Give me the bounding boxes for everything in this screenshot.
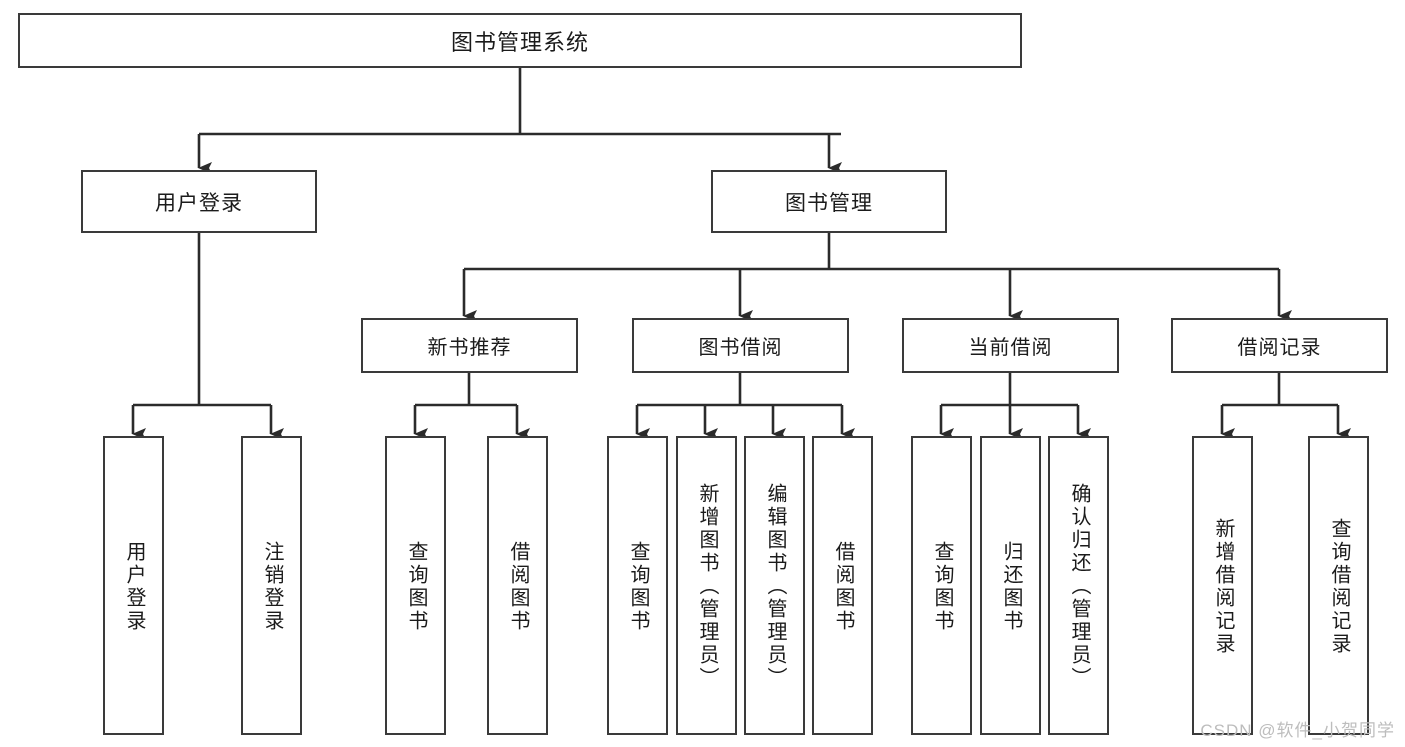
node-borrow-record[interactable]: 借阅记录: [1171, 318, 1388, 373]
leaf-return-book[interactable]: 归还图书: [980, 436, 1041, 735]
leaf-confirm-return-admin[interactable]: 确认归还（管理员）: [1048, 436, 1109, 735]
leaf-borrow-book-recommend[interactable]: 借阅图书: [487, 436, 548, 735]
leaf-borrow-book[interactable]: 借阅图书: [812, 436, 873, 735]
leaf-query-book-recommend[interactable]: 查询图书: [385, 436, 446, 735]
node-label: 图书借阅: [698, 337, 783, 359]
node-label: 借阅记录: [1237, 337, 1322, 359]
leaf-logout-login[interactable]: 注销登录: [241, 436, 302, 735]
node-user-login[interactable]: 用户登录: [81, 170, 317, 233]
node-label: 编辑图书（管理员）: [764, 483, 786, 690]
node-label: 当前借阅: [968, 337, 1053, 359]
node-label: 用户登录: [155, 191, 243, 215]
leaf-edit-book-admin[interactable]: 编辑图书（管理员）: [744, 436, 805, 735]
node-label: 归还图书: [1000, 540, 1022, 633]
node-root-system[interactable]: 图书管理系统: [18, 13, 1022, 68]
leaf-query-book[interactable]: 查询图书: [607, 436, 668, 735]
node-label: 确认归还（管理员）: [1068, 483, 1090, 690]
leaf-user-login[interactable]: 用户登录: [103, 436, 164, 735]
node-label: 图书管理系统: [450, 29, 589, 55]
node-book-management[interactable]: 图书管理: [711, 170, 947, 233]
node-label: 新增图书（管理员）: [696, 483, 718, 690]
node-label: 用户登录: [123, 540, 145, 633]
node-label: 查询借阅记录: [1328, 517, 1350, 656]
node-label: 新书推荐: [427, 337, 512, 359]
leaf-query-borrow-record[interactable]: 查询借阅记录: [1308, 436, 1369, 735]
node-label: 注销登录: [261, 540, 283, 633]
node-label: 查询图书: [931, 540, 953, 633]
node-label: 借阅图书: [832, 540, 854, 633]
node-book-borrow[interactable]: 图书借阅: [632, 318, 849, 373]
node-label: 借阅图书: [507, 540, 529, 633]
node-current-borrow[interactable]: 当前借阅: [902, 318, 1119, 373]
watermark: CSDN @软件_小贺同学: [1200, 721, 1395, 740]
node-new-book-recommend[interactable]: 新书推荐: [361, 318, 578, 373]
node-label: 查询图书: [405, 540, 427, 633]
node-label: 图书管理: [785, 191, 873, 215]
leaf-add-borrow-record[interactable]: 新增借阅记录: [1192, 436, 1253, 735]
node-label: 查询图书: [627, 540, 649, 633]
leaf-query-book-current[interactable]: 查询图书: [911, 436, 972, 735]
leaf-add-book-admin[interactable]: 新增图书（管理员）: [676, 436, 737, 735]
node-label: 新增借阅记录: [1212, 517, 1234, 656]
